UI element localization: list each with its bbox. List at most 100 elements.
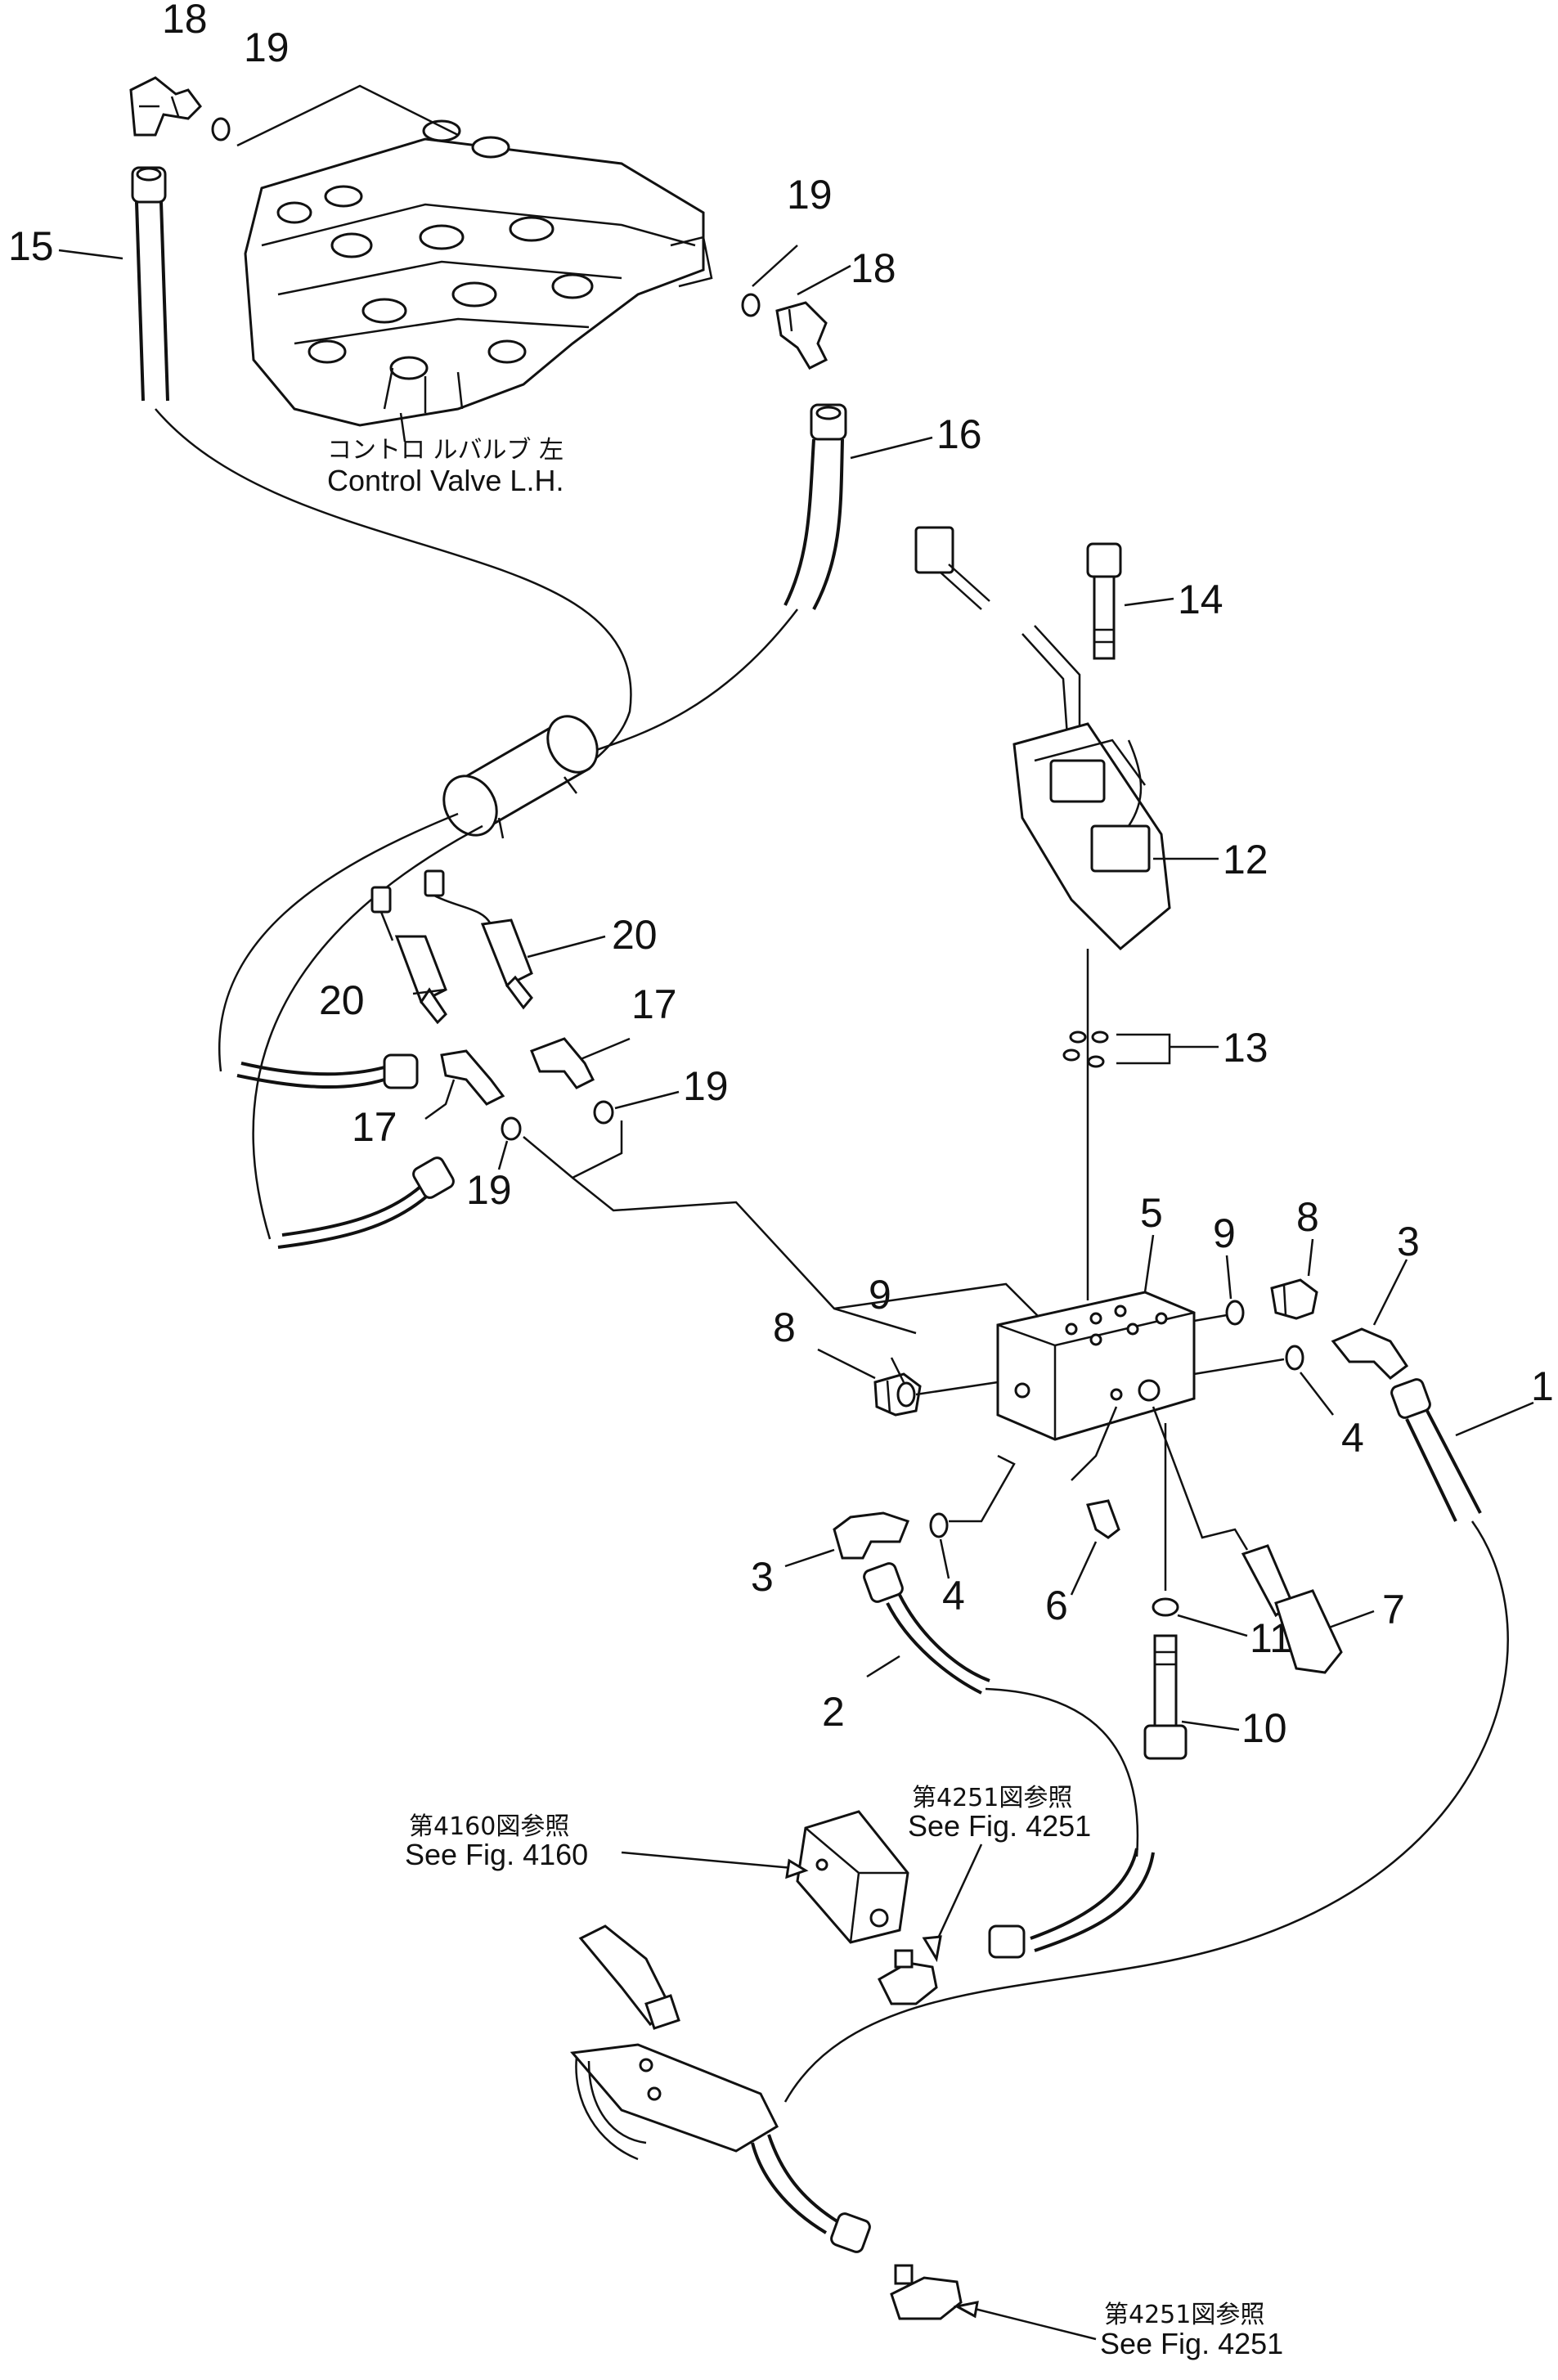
leader-7: [1328, 1610, 1375, 1629]
leader-4-left: [939, 1538, 950, 1579]
leader-6-axis: [1071, 1406, 1118, 1481]
o-ring-19-top-right: [741, 293, 761, 317]
elbow-fitting-3-left: [833, 1511, 909, 1560]
elbow-fitting-18-top-right: [775, 301, 828, 370]
callout-20-right: 20: [612, 912, 658, 958]
arrow-ref-4251-upper: [922, 1935, 942, 1963]
ref-4160-label-jp: 第4160図参照: [409, 1812, 569, 1841]
leader-19-mid-left: [497, 1140, 509, 1170]
leader-8-right: [1307, 1238, 1314, 1277]
callout-7: 7: [1382, 1587, 1405, 1632]
leader-2: [866, 1655, 900, 1678]
callout-19-right: 19: [787, 172, 833, 218]
ref-4251-upper-label-en: See Fig. 4251: [908, 1809, 1091, 1843]
callout-9-right: 9: [1213, 1210, 1236, 1256]
callout-16: 16: [936, 411, 982, 457]
leader-ref-4160: [621, 1851, 802, 1870]
hose-left-loop: [218, 812, 459, 1072]
hose-left-loop-2: [252, 824, 483, 1240]
o-rings-13: [1062, 1031, 1171, 1068]
leader-7-axis: [1152, 1406, 1249, 1551]
o-ring-19-mid-right: [593, 1100, 614, 1125]
hose-2: [863, 1562, 1139, 1857]
ref-4251-lower-label-en: See Fig. 4251: [1100, 2327, 1283, 2360]
callout-4-right: 4: [1341, 1415, 1364, 1461]
leader-ref-4251-lower: [964, 2305, 1097, 2341]
ref-4160-label-en: See Fig. 4160: [405, 1838, 588, 1871]
leader-10: [1181, 1720, 1240, 1731]
ref-4251-lower-label-jp: 第4251図参照: [1104, 2301, 1264, 2329]
leader-3-left: [784, 1548, 835, 1568]
leader-16: [850, 436, 933, 460]
leader-14: [1124, 597, 1174, 607]
leader-8-left: [817, 1348, 876, 1380]
callout-14: 14: [1178, 577, 1224, 622]
manifold-block-5: [996, 1291, 1196, 1441]
leader-9-left: [890, 1357, 905, 1383]
hose-1: [783, 1378, 1509, 2103]
washer-11: [1152, 1597, 1179, 1617]
leader-19-right: [752, 245, 798, 287]
o-ring-9-right: [1225, 1300, 1245, 1326]
leader-4-right: [1300, 1372, 1334, 1416]
bolt-10: [1143, 1634, 1188, 1760]
callout-10: 10: [1241, 1705, 1287, 1751]
leader-9-left-axis: [915, 1381, 999, 1396]
leader-ref-4251-upper: [931, 1843, 983, 1951]
callout-1: 1: [1531, 1363, 1554, 1409]
control-valve-label-en: Control Valve L.H.: [327, 464, 563, 497]
leader-17-right: [580, 1037, 631, 1061]
elbow-fitting-18-top-left: [129, 76, 202, 137]
leader-18-right: [797, 264, 851, 296]
o-ring-19-mid-left: [501, 1116, 522, 1141]
callout-17-right: 17: [631, 981, 677, 1027]
callout-8-left: 8: [773, 1305, 796, 1350]
callout-19-mid-right: 19: [683, 1063, 729, 1109]
callout-18-right: 18: [851, 245, 896, 291]
callout-19-mid-left: 19: [466, 1167, 512, 1213]
tee-fitting-lower: [890, 2264, 963, 2320]
leader-11: [1177, 1614, 1248, 1637]
arrow-ref-4160: [785, 1858, 809, 1879]
callout-11: 11: [1250, 1615, 1292, 1661]
hose-end-lower-left: [277, 1156, 455, 1249]
o-ring-4-right: [1285, 1345, 1304, 1371]
elbow-fitting-3-right: [1331, 1327, 1409, 1380]
leader-to-block: [572, 1177, 917, 1335]
control-valve-label-jp: コントロ ルバルブ 左: [327, 436, 563, 465]
solenoid-valve-12: [914, 526, 1171, 951]
callout-15: 15: [8, 223, 54, 269]
callout-8-right: 8: [1296, 1194, 1319, 1240]
clamp-bracket: [570, 1924, 779, 2161]
leader-bracket-19: [523, 1120, 623, 1179]
plug-6: [1086, 1499, 1120, 1539]
callout-9-left: 9: [869, 1272, 891, 1318]
elbow-fitting-17-left: [440, 1049, 505, 1106]
leader-19-mid-right: [614, 1090, 680, 1110]
callout-13: 13: [1223, 1025, 1268, 1071]
hose-end-upper-left: [236, 1053, 419, 1089]
callout-2: 2: [822, 1689, 845, 1735]
o-ring-9-left: [896, 1381, 916, 1408]
callout-4-left: 4: [942, 1573, 965, 1619]
fitting-7: [1241, 1544, 1343, 1674]
hose-to-tee: [988, 1848, 1155, 1959]
callout-3-right: 3: [1397, 1219, 1420, 1264]
hose-16: [588, 403, 847, 754]
hose-lower: [751, 2134, 871, 2253]
leader-17-left: [424, 1079, 456, 1120]
leader-4-right-axis: [1193, 1358, 1285, 1376]
leader-9-right: [1225, 1255, 1232, 1300]
leader-3-right: [1372, 1259, 1408, 1326]
accumulator: [442, 715, 599, 839]
leader-6: [1070, 1541, 1098, 1596]
elbow-fitting-17-right: [530, 1037, 595, 1089]
block-fig-4160: [796, 1810, 909, 1944]
leader-9-right-axis: [1193, 1313, 1228, 1322]
leader-5: [1143, 1234, 1155, 1293]
leader-15: [58, 249, 123, 260]
callout-20-left: 20: [319, 977, 365, 1023]
callout-12: 12: [1223, 837, 1268, 882]
leader-20-right: [527, 935, 606, 959]
